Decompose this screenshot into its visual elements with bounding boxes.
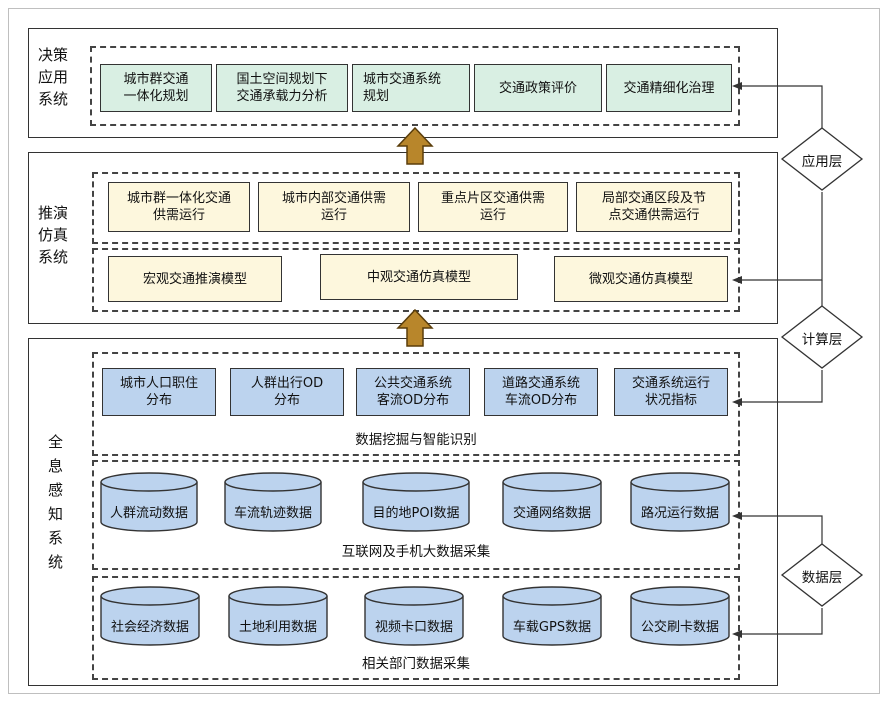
cylinder-shape [100,586,200,646]
app-box-city-cluster-planning: 城市群交通一体化规划 [100,64,212,112]
mining-box-indicators: 交通系统运行状况指标 [614,368,728,416]
model-box-meso: 中观交通仿真模型 [320,254,518,300]
scenario-group [92,172,740,244]
app-box-fine-governance: 交通精细化治理 [606,64,732,112]
title-char: 系 [48,529,64,547]
side-connectors [732,82,823,638]
cylinder-crowd-flow: 人群流动数据 [100,472,198,532]
cylinder-socioeconomic: 社会经济数据 [100,586,200,646]
cylinder-shape [224,472,322,532]
cylinder-shape [228,586,328,646]
title-line: 仿真 [38,226,69,244]
cylinder-video-checkpoint: 视频卡口数据 [364,586,464,646]
data-layer-label: 数据层 [801,570,843,586]
model-box-micro: 微观交通仿真模型 [554,256,728,302]
cylinder-gps: 车载GPS数据 [502,586,602,646]
cylinder-network: 交通网络数据 [502,472,602,532]
scenario-box-local-section: 局部交通区段及节点交通供需运行 [576,182,732,232]
diamond-data-layer [780,543,864,607]
title-line: 系统 [38,90,69,108]
cylinder-land-use: 土地利用数据 [228,586,328,646]
diamond-computation-layer [780,305,864,369]
cylinder-shape [630,472,730,532]
diamond-application-layer [780,127,864,191]
mining-caption: 数据挖掘与智能识别 [355,432,477,448]
scenario-box-key-area: 重点片区交通供需运行 [418,182,568,232]
title-char: 全 [48,433,64,451]
scenario-box-inner-city: 城市内部交通供需运行 [258,182,410,232]
app-box-system-planning: 城市交通系统规划 [352,64,470,112]
perception-layer-title: 全 息 感 知 系 统 [48,430,63,574]
mining-box-population: 城市人口职住分布 [102,368,216,416]
scenario-box-city-cluster: 城市群一体化交通供需运行 [108,182,250,232]
department-caption: 相关部门数据采集 [362,656,470,672]
title-char: 知 [48,505,64,523]
simulation-layer-title: 推演 仿真 系统 [38,202,68,268]
cylinder-vehicle-trajectory: 车流轨迹数据 [224,472,322,532]
title-char: 感 [48,481,64,499]
cylinder-poi: 目的地POI数据 [362,472,470,532]
cylinder-shape [362,472,470,532]
application-layer-label: 应用层 [801,154,843,170]
up-arrow-simulation-to-decision [396,126,434,165]
internet-caption: 互联网及手机大数据采集 [341,544,491,560]
computation-layer-label: 计算层 [801,332,843,348]
cylinder-shape [502,472,602,532]
cylinder-shape [364,586,464,646]
app-box-policy-evaluation: 交通政策评价 [474,64,602,112]
title-line: 应用 [38,68,69,86]
title-line: 推演 [38,204,69,222]
decision-layer-title: 决策 应用 系统 [38,44,68,110]
mining-box-road-od: 道路交通系统车流OD分布 [484,368,598,416]
mining-box-transit-od: 公共交通系统客流OD分布 [356,368,470,416]
diagram-frame [8,8,880,694]
cylinder-shape [502,586,602,646]
cylinder-shape [100,472,198,532]
cylinder-bus-card: 公交刷卡数据 [630,586,730,646]
cylinder-road-condition: 路况运行数据 [630,472,730,532]
title-line: 决策 [38,46,69,64]
title-char: 息 [48,457,64,475]
department-data-group [92,576,740,680]
cylinder-shape [630,586,730,646]
up-arrow-perception-to-simulation [396,308,434,347]
app-box-capacity-analysis: 国土空间规划下交通承载力分析 [216,64,348,112]
model-box-macro: 宏观交通推演模型 [108,256,282,302]
title-line: 系统 [38,248,69,266]
title-char: 统 [48,553,64,571]
